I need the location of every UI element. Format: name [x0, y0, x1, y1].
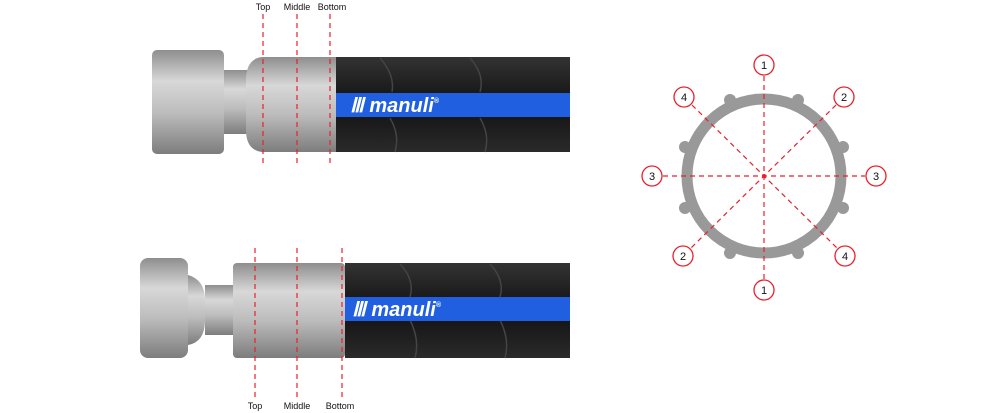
- marker-circle: [833, 86, 855, 108]
- marker-1: 1: [753, 279, 775, 301]
- marker-circle: [672, 245, 694, 267]
- marker-label: 1: [761, 285, 767, 297]
- collar: [205, 285, 233, 335]
- marker-circle: [753, 54, 775, 76]
- top-hose-assembly: Ⅲ manuli® Top Middle Bottom: [152, 2, 570, 165]
- label-middle: Middle: [284, 401, 311, 411]
- marker-label: 3: [873, 171, 879, 183]
- marker-3: 3: [641, 165, 663, 187]
- marker-label: 4: [842, 251, 848, 263]
- marker-circle: [641, 165, 663, 187]
- swivel-neck: [188, 275, 205, 345]
- ferrule: [233, 263, 345, 358]
- marker-4: 4: [834, 245, 856, 267]
- marker-circle: [753, 279, 775, 301]
- blue-stripe: [336, 93, 570, 117]
- label-middle: Middle: [284, 2, 311, 12]
- marker-circle: [865, 165, 887, 187]
- ferrule: [246, 57, 336, 152]
- blue-stripe: [345, 297, 570, 321]
- cross-section: 1 1 2 2 3 3 4 4: [641, 54, 887, 301]
- marker-4: 4: [673, 86, 695, 108]
- nipple: [224, 70, 248, 134]
- hex-nut: [140, 258, 188, 358]
- brand-logo: Ⅲ manuli®: [352, 299, 442, 321]
- marker-2: 2: [833, 86, 855, 108]
- marker-label: 1: [761, 60, 767, 72]
- marker-circle: [834, 245, 856, 267]
- marker-1: 1: [753, 54, 775, 76]
- marker-label: 2: [841, 92, 847, 104]
- label-bottom: Bottom: [318, 2, 347, 12]
- marker-3: 3: [865, 165, 887, 187]
- brand-logo: Ⅲ manuli®: [350, 95, 440, 117]
- marker-label: 4: [681, 92, 687, 104]
- label-top: Top: [256, 2, 271, 12]
- marker-2: 2: [672, 245, 694, 267]
- bottom-hose-assembly: Ⅲ manuli® Top Middle Bottom: [140, 248, 570, 411]
- label-top: Top: [248, 401, 263, 411]
- marker-circle: [673, 86, 695, 108]
- hex-nut: [152, 50, 224, 154]
- marker-label: 3: [649, 171, 655, 183]
- label-bottom: Bottom: [326, 401, 355, 411]
- marker-label: 2: [680, 251, 686, 263]
